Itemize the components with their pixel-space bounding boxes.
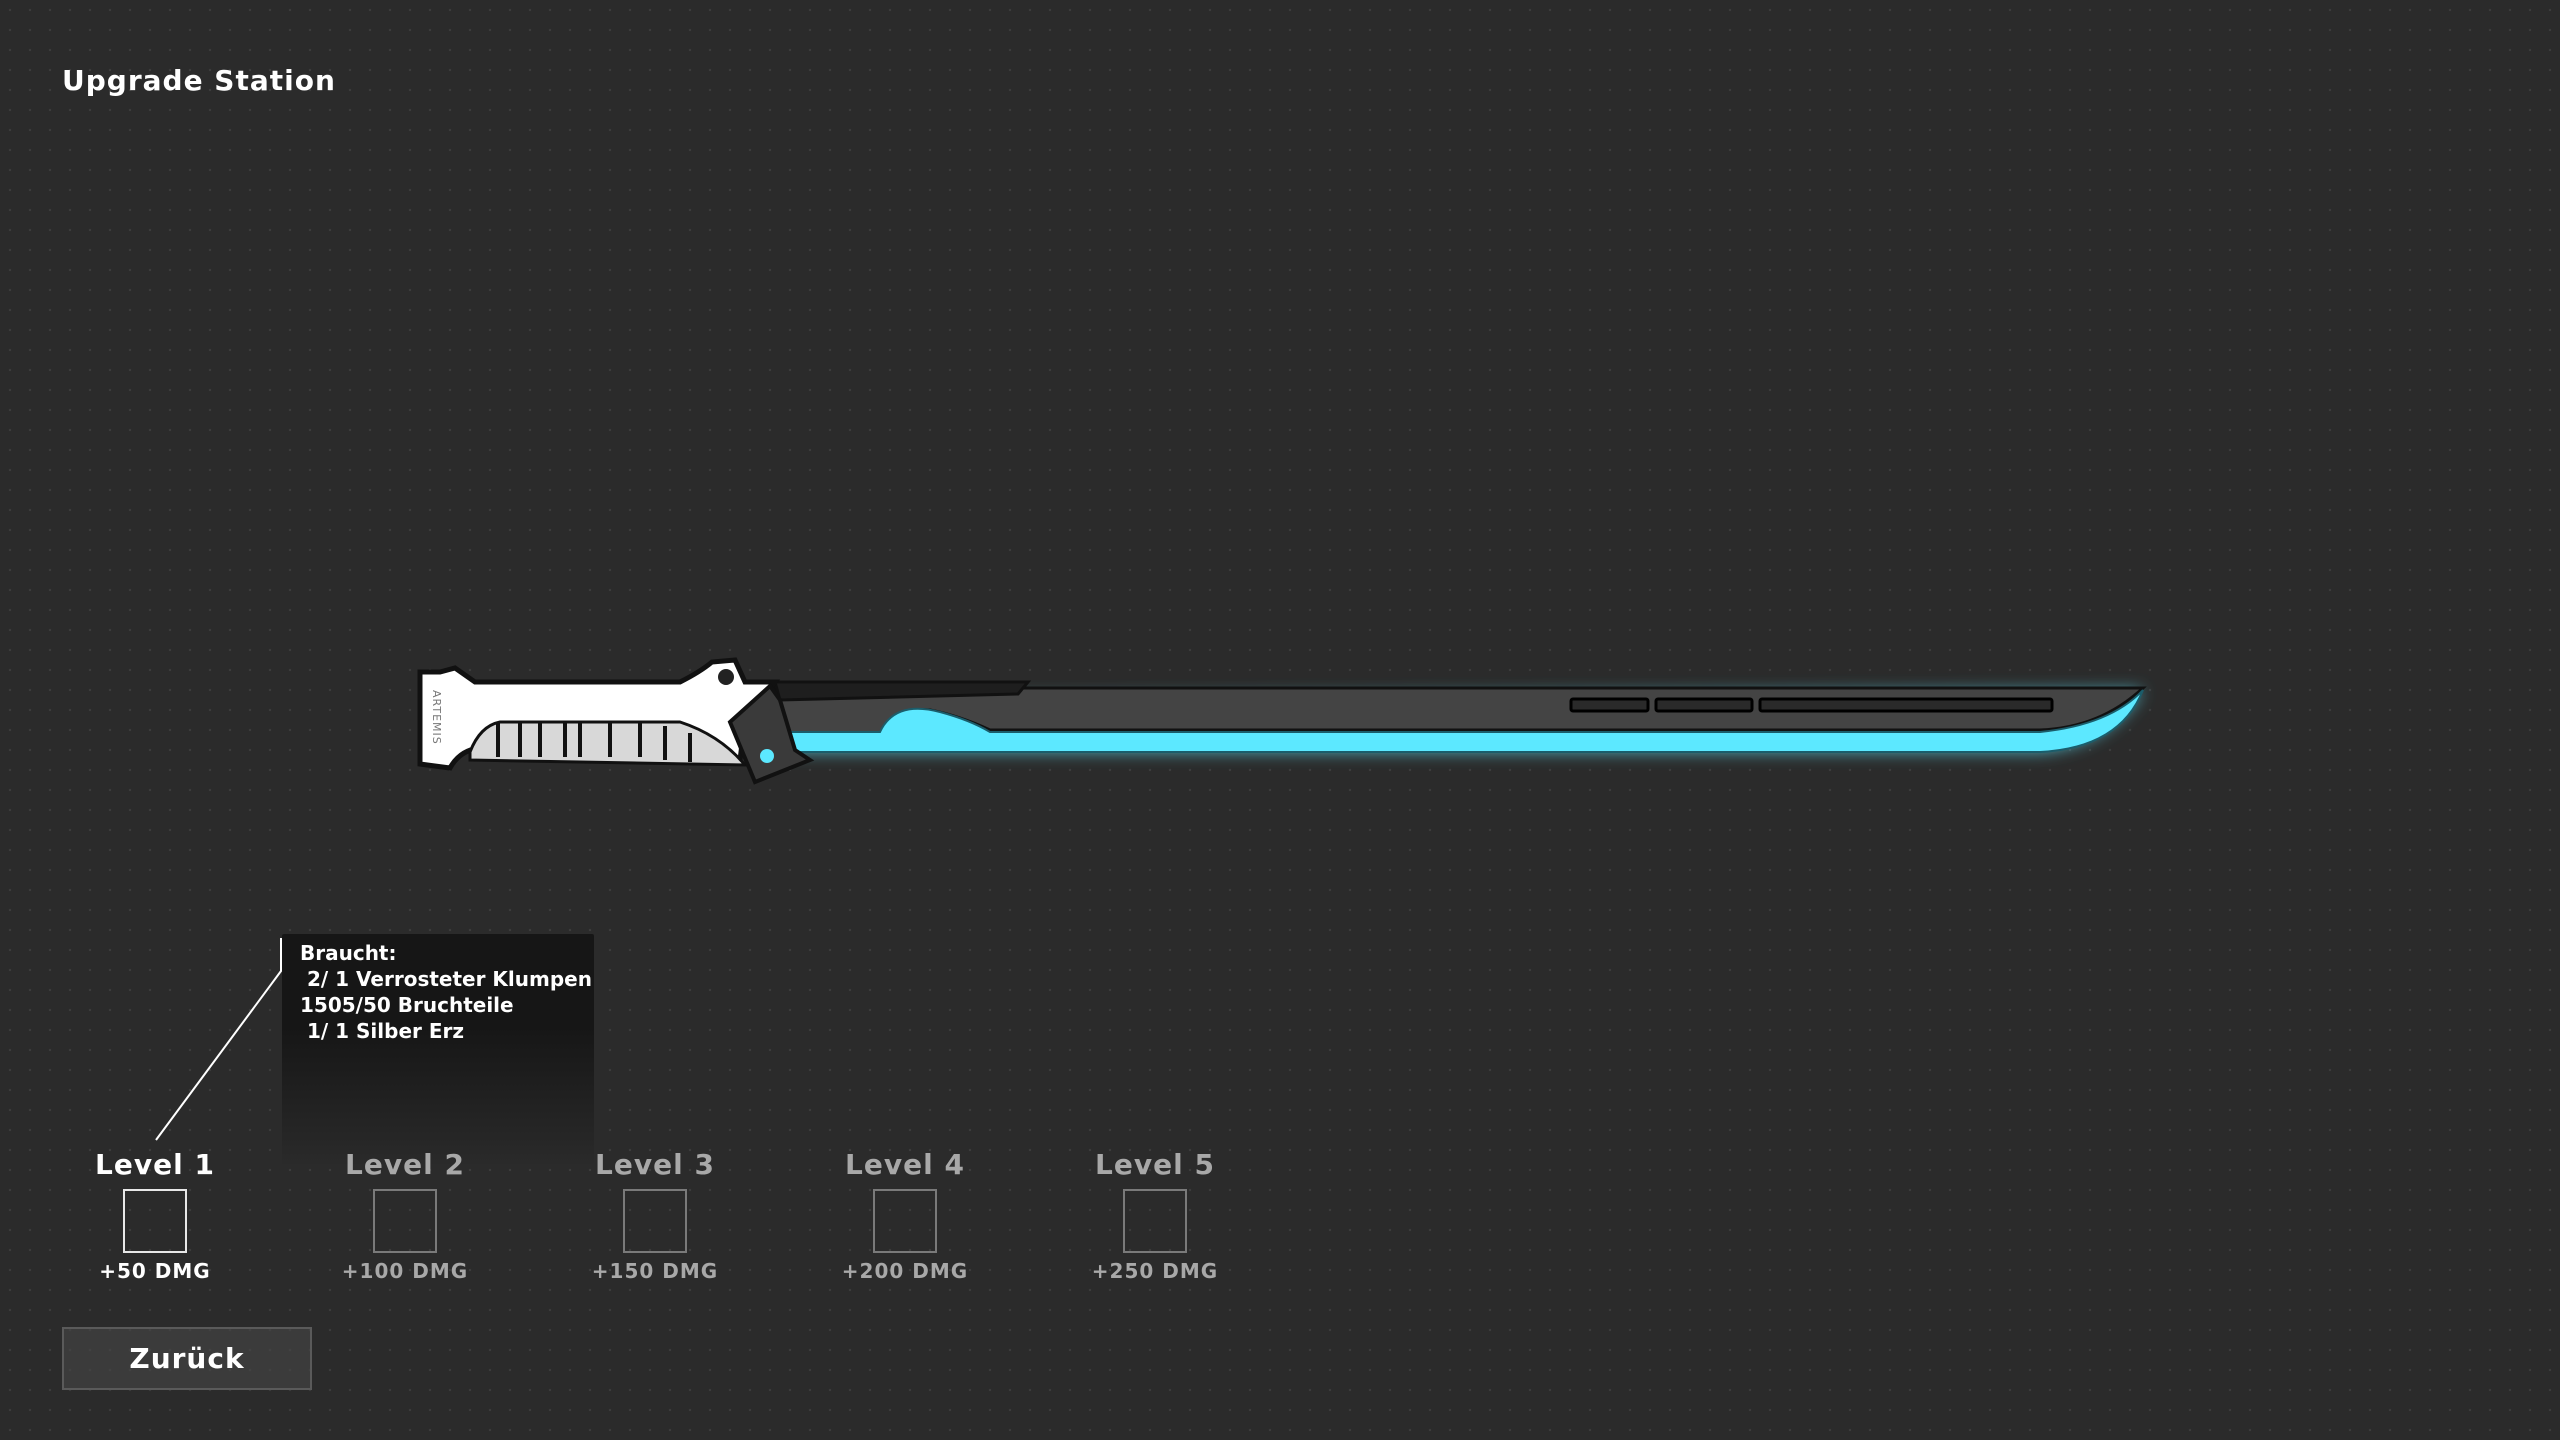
level-bonus: +250 DMG bbox=[1091, 1259, 1219, 1283]
requirements-tooltip: Braucht: 2/ 1 Verrosteter Klumpen 1505/5… bbox=[282, 934, 594, 1164]
level-label: Level 5 bbox=[1095, 1148, 1215, 1181]
requirement-line: 2/ 1 Verrosteter Klumpen bbox=[300, 967, 592, 991]
level-label: Level 1 bbox=[95, 1148, 215, 1181]
level-5-slot[interactable]: Level 5 +250 DMG bbox=[1055, 1148, 1255, 1283]
level-bonus: +200 DMG bbox=[841, 1259, 969, 1283]
level-bonus: +150 DMG bbox=[591, 1259, 719, 1283]
level-checkbox[interactable] bbox=[623, 1189, 687, 1253]
level-2-slot[interactable]: Level 2 +100 DMG bbox=[305, 1148, 505, 1283]
level-checkbox[interactable] bbox=[1123, 1189, 1187, 1253]
level-bonus: +100 DMG bbox=[341, 1259, 469, 1283]
level-checkbox[interactable] bbox=[373, 1189, 437, 1253]
level-bonus: +50 DMG bbox=[99, 1259, 211, 1283]
tooltip-heading: Braucht: bbox=[300, 941, 397, 965]
requirement-line: 1505/50 Bruchteile bbox=[300, 993, 514, 1017]
blade bbox=[760, 680, 2147, 753]
handle: ARTEMIS bbox=[417, 657, 815, 785]
page-title: Upgrade Station bbox=[62, 64, 336, 97]
level-4-slot[interactable]: Level 4 +200 DMG bbox=[805, 1148, 1005, 1283]
level-checkbox[interactable] bbox=[873, 1189, 937, 1253]
back-button[interactable]: Zurück bbox=[62, 1327, 312, 1390]
level-label: Level 4 bbox=[845, 1148, 965, 1181]
engraving-text: ARTEMIS bbox=[430, 690, 443, 745]
level-3-slot[interactable]: Level 3 +150 DMG bbox=[555, 1148, 755, 1283]
level-checkbox[interactable] bbox=[123, 1189, 187, 1253]
level-1-slot[interactable]: Level 1 +50 DMG bbox=[55, 1148, 255, 1283]
level-label: Level 3 bbox=[595, 1148, 715, 1181]
level-label: Level 2 bbox=[345, 1148, 465, 1181]
requirement-line: 1/ 1 Silber Erz bbox=[300, 1019, 465, 1043]
